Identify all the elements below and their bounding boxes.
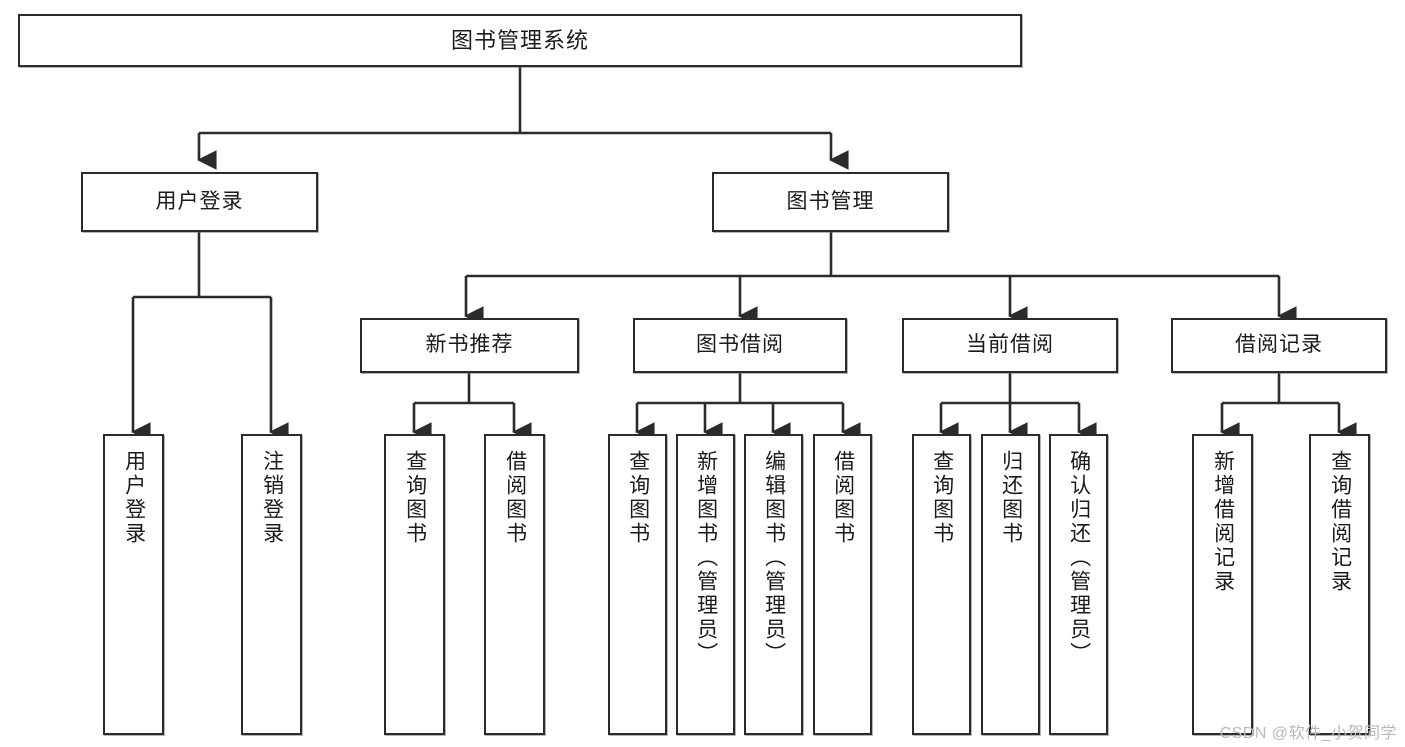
node-book-borrow[interactable]: 图书借阅 bbox=[633, 318, 847, 373]
leaf-user-login-label: 用户登录 bbox=[122, 450, 146, 546]
leaf-confirm-return-admin-label: 确认归还（管理员） bbox=[1067, 450, 1091, 666]
node-book-borrow-label: 图书借阅 bbox=[696, 333, 784, 357]
node-new-book-recommend[interactable]: 新书推荐 bbox=[360, 318, 579, 373]
leaf-return-book-label: 归还图书 bbox=[999, 450, 1023, 546]
node-root[interactable]: 图书管理系统 bbox=[18, 14, 1022, 67]
node-book-management-label: 图书管理 bbox=[786, 189, 875, 213]
leaf-query-book-2-label: 查询图书 bbox=[626, 450, 650, 546]
leaf-add-book-admin-label: 新增图书（管理员） bbox=[694, 450, 718, 666]
leaf-user-login[interactable]: 用户登录 bbox=[103, 434, 164, 735]
leaf-edit-book-admin[interactable]: 编辑图书（管理员） bbox=[744, 434, 803, 735]
node-new-book-recommend-label: 新书推荐 bbox=[425, 333, 514, 357]
leaf-borrow-book-1-label: 借阅图书 bbox=[503, 450, 527, 546]
node-current-borrow-label: 当前借阅 bbox=[966, 333, 1054, 357]
node-root-label: 图书管理系统 bbox=[450, 27, 589, 53]
node-borrow-records-label: 借阅记录 bbox=[1235, 333, 1323, 357]
leaf-borrow-book-1[interactable]: 借阅图书 bbox=[484, 434, 545, 735]
leaf-return-book[interactable]: 归还图书 bbox=[981, 434, 1040, 735]
leaf-logout-label: 注销登录 bbox=[260, 450, 284, 546]
leaf-query-borrow-record[interactable]: 查询借阅记录 bbox=[1309, 434, 1370, 735]
leaf-edit-book-admin-label: 编辑图书（管理员） bbox=[762, 450, 786, 666]
leaf-query-book-1[interactable]: 查询图书 bbox=[384, 434, 445, 735]
node-current-borrow[interactable]: 当前借阅 bbox=[902, 318, 1118, 373]
leaf-query-book-3[interactable]: 查询图书 bbox=[912, 434, 971, 735]
leaf-query-borrow-record-label: 查询借阅记录 bbox=[1328, 450, 1352, 594]
csdn-watermark: CSDN @软件_小贺同学 bbox=[1219, 725, 1397, 742]
leaf-add-borrow-record-label: 新增借阅记录 bbox=[1211, 450, 1235, 594]
leaf-borrow-book-2-label: 借阅图书 bbox=[831, 450, 855, 546]
leaf-confirm-return-admin[interactable]: 确认归还（管理员） bbox=[1049, 434, 1108, 735]
leaf-query-book-2[interactable]: 查询图书 bbox=[608, 434, 667, 735]
node-user-login[interactable]: 用户登录 bbox=[81, 172, 318, 232]
leaf-add-book-admin[interactable]: 新增图书（管理员） bbox=[676, 434, 735, 735]
node-book-management[interactable]: 图书管理 bbox=[712, 172, 949, 232]
leaf-borrow-book-2[interactable]: 借阅图书 bbox=[813, 434, 872, 735]
leaf-add-borrow-record[interactable]: 新增借阅记录 bbox=[1192, 434, 1253, 735]
leaf-query-book-1-label: 查询图书 bbox=[403, 450, 427, 546]
leaf-query-book-3-label: 查询图书 bbox=[930, 450, 954, 546]
leaf-logout[interactable]: 注销登录 bbox=[241, 434, 302, 735]
node-user-login-label: 用户登录 bbox=[155, 189, 244, 213]
node-borrow-records[interactable]: 借阅记录 bbox=[1171, 318, 1387, 373]
